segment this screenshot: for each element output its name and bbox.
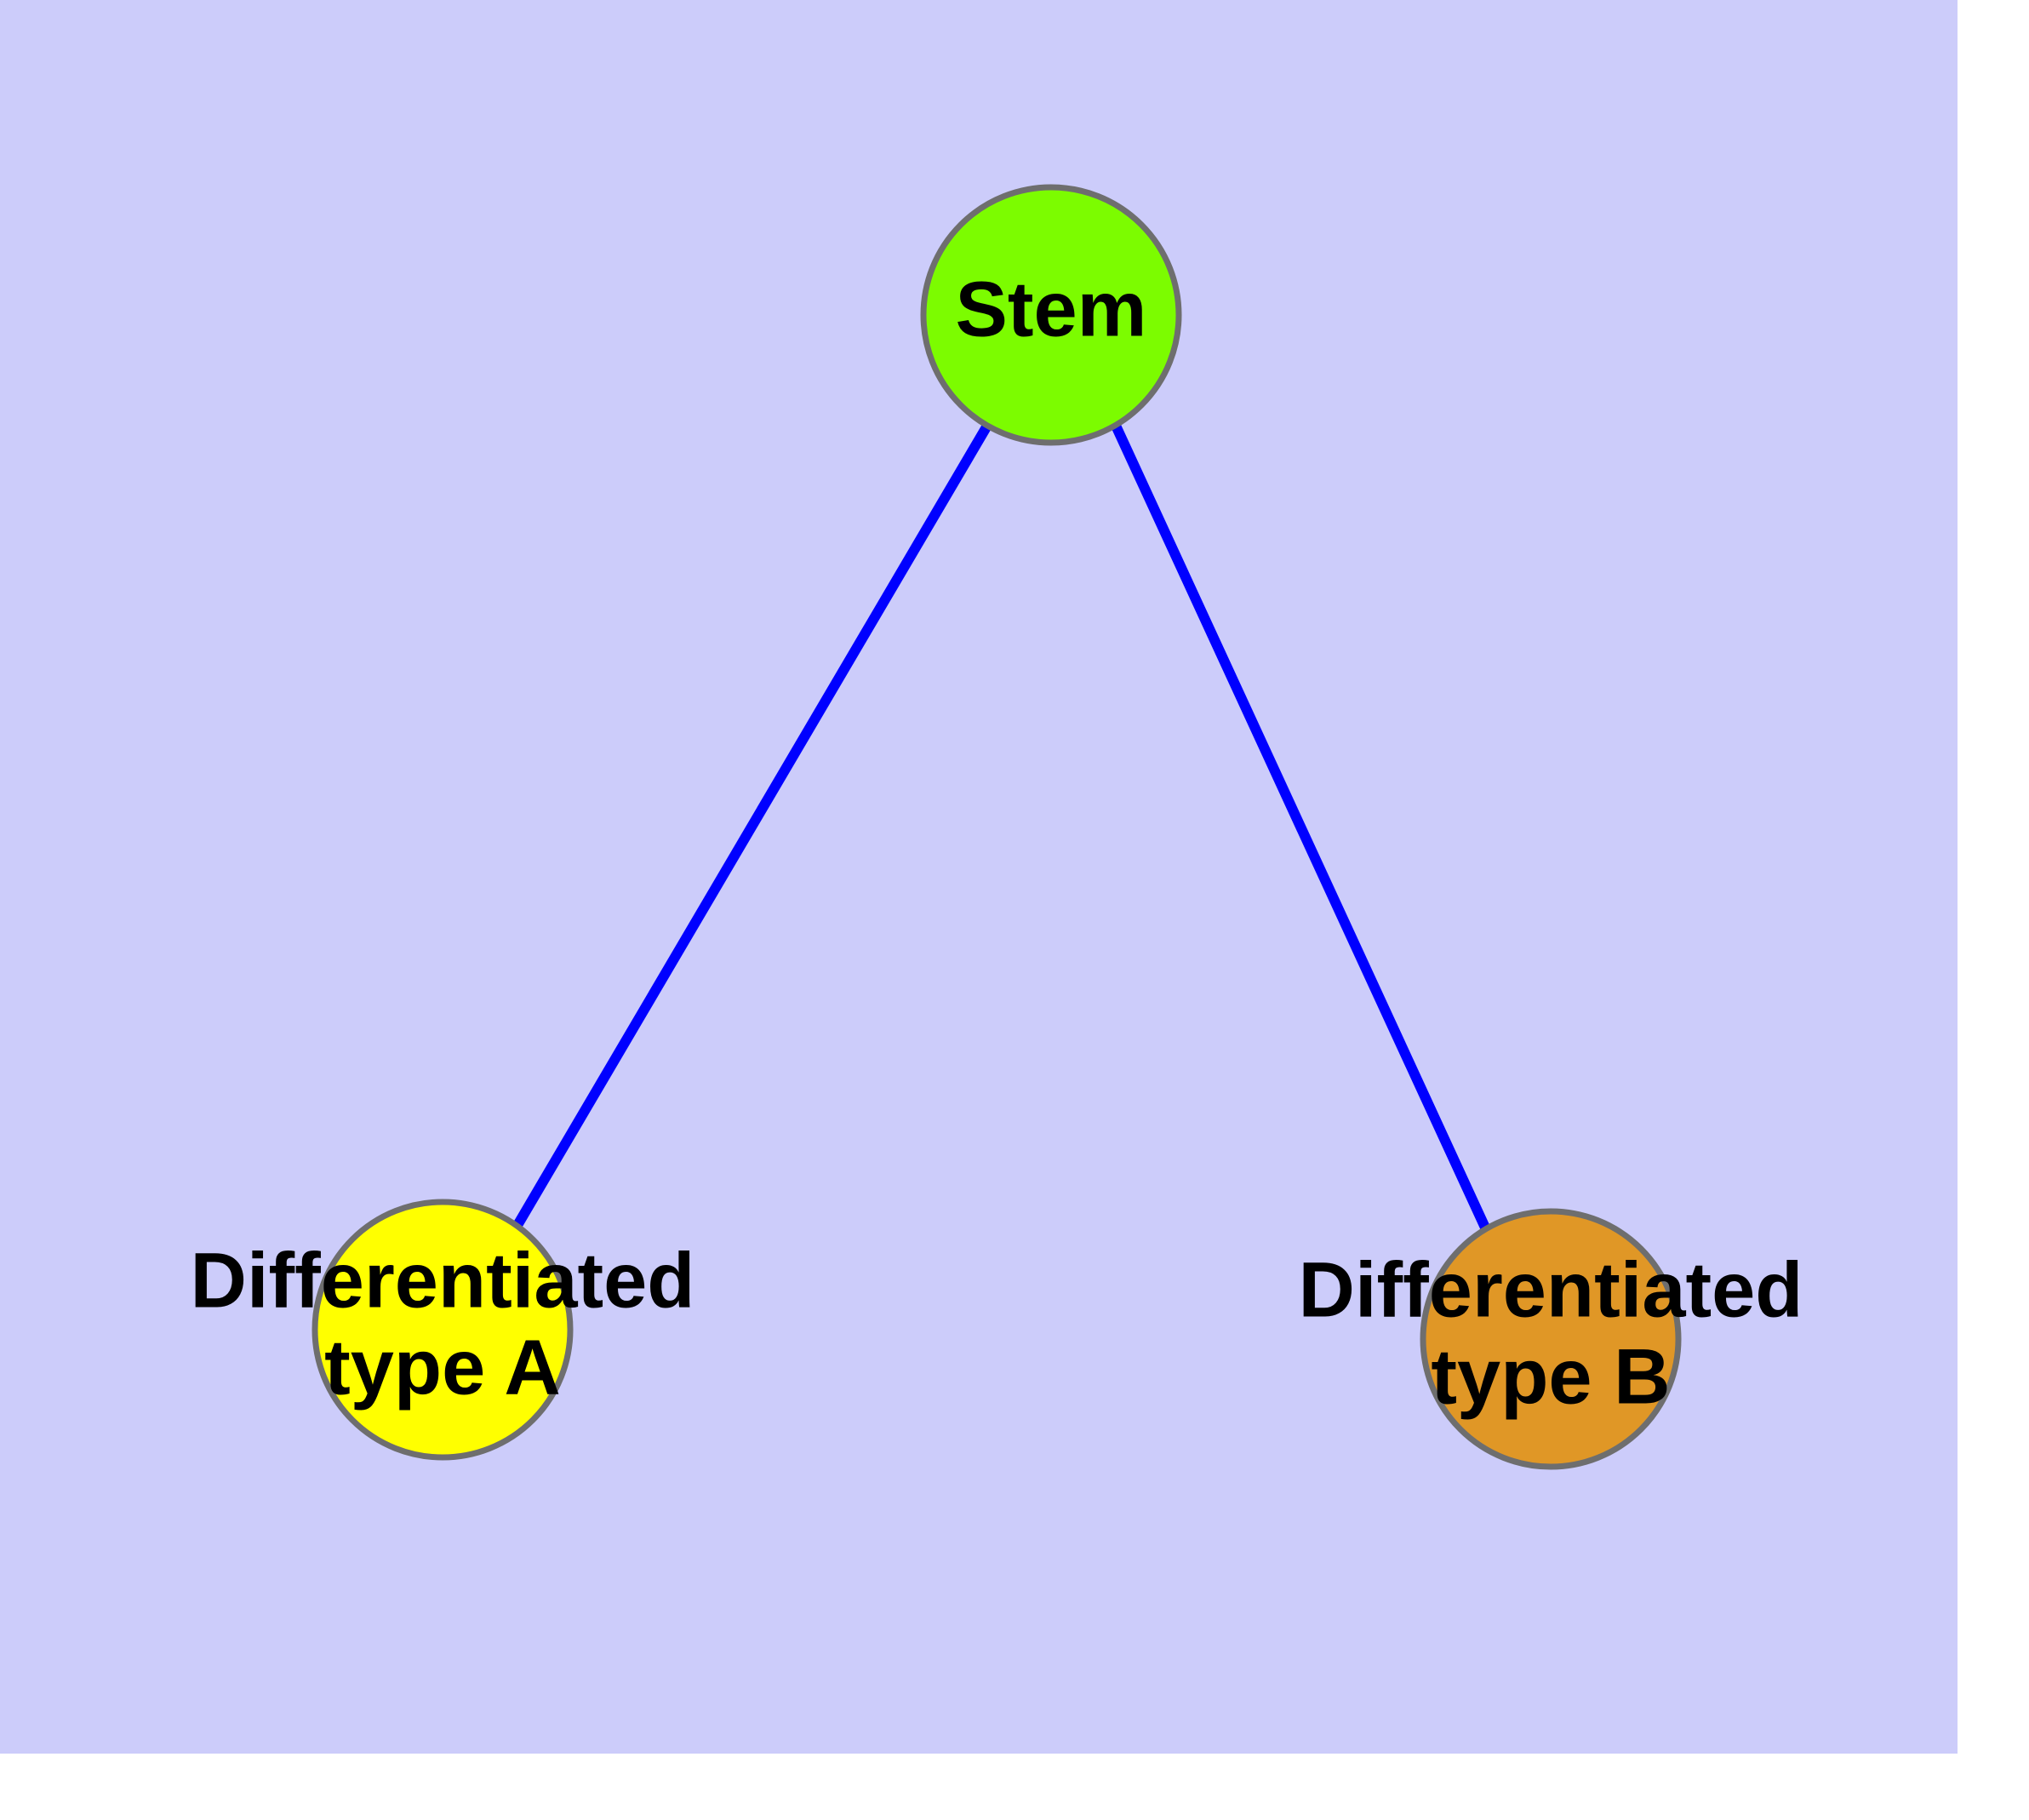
node-label-diff_b-line-1: Differentiated: [1299, 1246, 1803, 1333]
node-circle-diff_b[interactable]: [1420, 1208, 1682, 1470]
graph-edge-stem-to-diff-b: [1111, 423, 1490, 1230]
node-circle-stem[interactable]: [920, 184, 1182, 446]
node-circle-diff_a[interactable]: [311, 1199, 574, 1461]
graph-edge-stem-to-diff-a: [512, 422, 992, 1230]
node-label-diff_b-line-2: type B: [1431, 1333, 1670, 1420]
graph-node-stem[interactable]: Stem: [920, 184, 1182, 446]
edges-group: [512, 422, 1490, 1230]
node-label-stem-line-1: Stem: [956, 266, 1147, 352]
node-label-diff_a-line-1: Differentiated: [191, 1237, 695, 1324]
node-label-diff_a-line-2: type A: [324, 1324, 561, 1411]
